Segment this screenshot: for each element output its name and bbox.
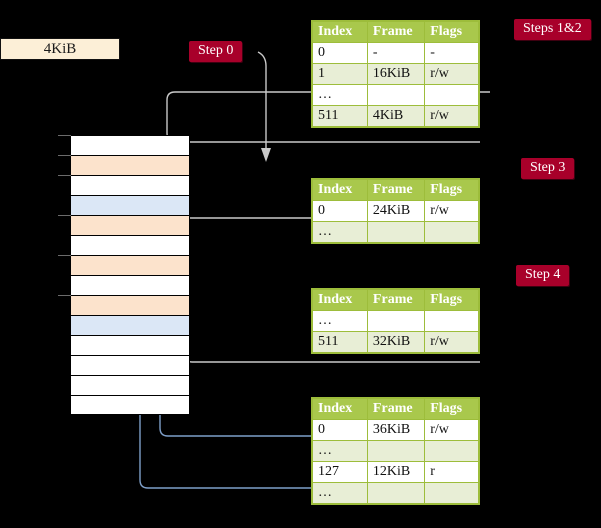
badge-step-0-label: Step 0: [198, 43, 234, 58]
column-header-flags: Flags: [424, 21, 479, 43]
table-cell-index: …: [312, 310, 368, 332]
column-header-flags: Flags: [424, 179, 479, 201]
memory-block-row: [70, 315, 190, 335]
block-tick: [58, 295, 71, 296]
table-cell-index: 511: [312, 105, 368, 127]
column-header-index: Index: [312, 179, 368, 201]
badge-step-3-label: Step 3: [530, 160, 566, 175]
memory-block-row: [70, 335, 190, 355]
table-cell-frame: -: [366, 42, 426, 64]
table-cell-frame: [366, 84, 426, 106]
table-cell-flags: r/w: [424, 200, 479, 222]
column-header-frame: Frame: [366, 21, 426, 43]
block-tick: [58, 255, 71, 256]
table-cell-flags: r/w: [424, 331, 479, 353]
badge-step-4-label: Step 4: [525, 267, 561, 282]
memory-block-row: [70, 235, 190, 255]
block-tick: [58, 215, 71, 216]
table-row: …: [312, 310, 479, 332]
table-cell-flags: r: [424, 461, 479, 483]
table-cell-index: 511: [312, 331, 368, 353]
table-cell-frame: 16KiB: [366, 63, 426, 85]
block-tick: [58, 175, 71, 176]
memory-block-row: [70, 215, 190, 235]
table-cell-index: …: [312, 482, 368, 504]
table-cell-flags: [424, 84, 479, 106]
table-cell-frame: [366, 440, 426, 462]
table-row: …: [312, 84, 479, 106]
table-cell-frame: 4KiB: [366, 105, 426, 127]
column-header-index: Index: [312, 398, 368, 420]
table-cell-index: …: [312, 84, 368, 106]
table-cell-index: 0: [312, 200, 368, 222]
table-cell-frame: 32KiB: [366, 331, 426, 353]
column-header-index: Index: [312, 289, 368, 311]
table-cell-index: 1: [312, 63, 368, 85]
badge-step-0: Step 0: [189, 41, 243, 62]
table-cell-index: 0: [312, 419, 368, 441]
memory-block-row: [70, 155, 190, 175]
memory-block-row: [70, 275, 190, 295]
table-cell-flags: [424, 310, 479, 332]
table-cell-flags: r/w: [424, 419, 479, 441]
column-header-frame: Frame: [366, 179, 426, 201]
memory-block-row: [70, 135, 190, 155]
table-row: 0--: [312, 42, 479, 64]
table-cell-frame: [366, 482, 426, 504]
column-header-index: Index: [312, 21, 368, 43]
table-row: …: [312, 482, 479, 504]
memory-size-label: 4KiB: [0, 38, 120, 60]
table-cell-flags: [424, 440, 479, 462]
table-cell-flags: [424, 221, 479, 243]
memory-block-row: [70, 195, 190, 215]
memory-block-row: [70, 295, 190, 315]
badge-steps-1-2: Steps 1&2: [514, 19, 591, 40]
table-cell-frame: [366, 310, 426, 332]
table-cell-index: 127: [312, 461, 368, 483]
memory-block-row: [70, 175, 190, 195]
badge-step-3: Step 3: [521, 158, 575, 179]
column-header-flags: Flags: [424, 398, 479, 420]
block-tick: [58, 155, 71, 156]
badge-steps-1-2-label: Steps 1&2: [523, 21, 582, 36]
column-header-frame: Frame: [366, 289, 426, 311]
column-header-flags: Flags: [424, 289, 479, 311]
table-cell-frame: [366, 221, 426, 243]
table-cell-flags: r/w: [424, 105, 479, 127]
table-cell-flags: [424, 482, 479, 504]
table-cell-flags: -: [424, 42, 479, 64]
table-row: …: [312, 221, 479, 243]
block-tick: [58, 135, 71, 136]
table-cell-frame: 24KiB: [366, 200, 426, 222]
memory-block-stack: [70, 135, 190, 415]
table-cell-index: …: [312, 440, 368, 462]
badge-step-4: Step 4: [516, 265, 570, 286]
memory-block-row: [70, 395, 190, 415]
table-cell-frame: 36KiB: [366, 419, 426, 441]
memory-block-row: [70, 255, 190, 275]
memory-block-row: [70, 375, 190, 395]
table-cell-index: …: [312, 221, 368, 243]
table-cell-index: 0: [312, 42, 368, 64]
table-cell-flags: r/w: [424, 63, 479, 85]
table-row: …: [312, 440, 479, 462]
table-cell-frame: 12KiB: [366, 461, 426, 483]
memory-size-text: 4KiB: [43, 40, 77, 57]
memory-block-row: [70, 355, 190, 375]
column-header-frame: Frame: [366, 398, 426, 420]
